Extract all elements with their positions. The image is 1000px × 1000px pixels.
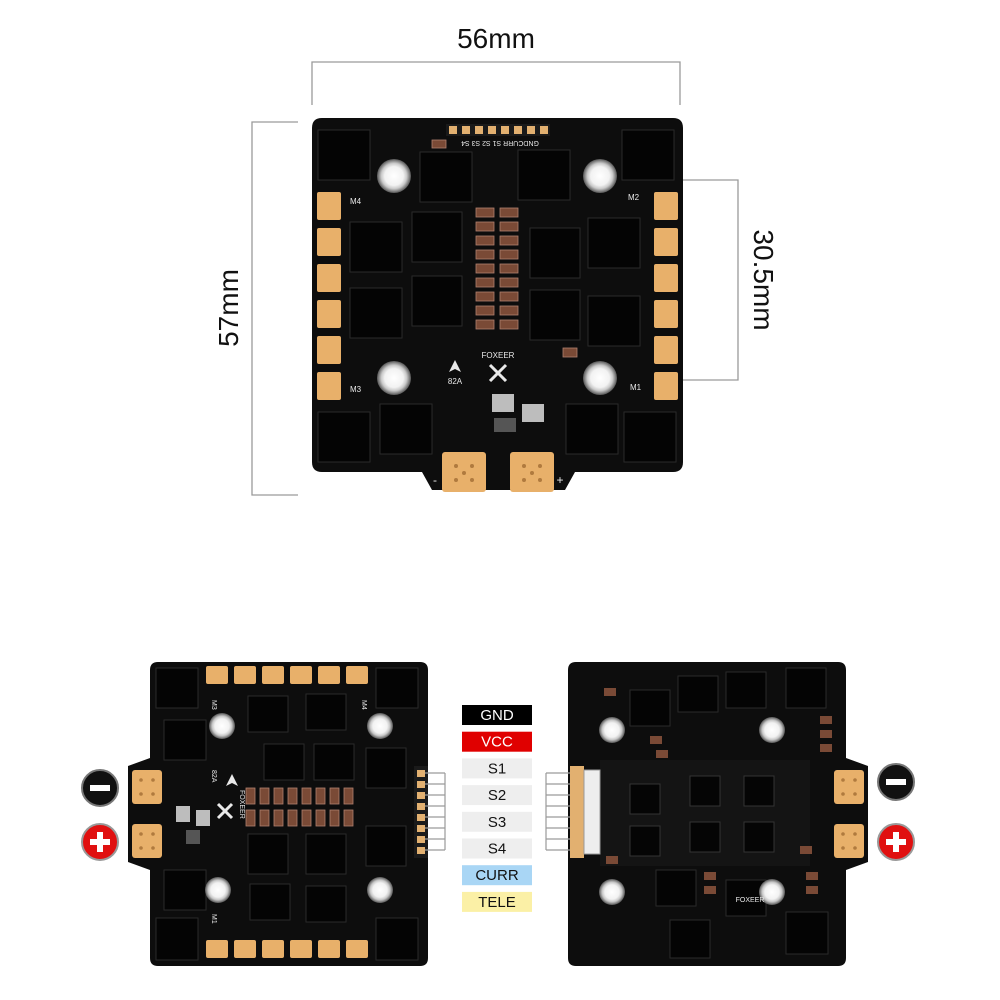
plus-icon: [877, 823, 915, 861]
back-signal-header: [570, 766, 601, 858]
front-mosfets: [155, 667, 419, 961]
pin-label-text: S3: [488, 814, 506, 831]
front-power-pads: [132, 770, 162, 858]
pin-label-vcc: VCC: [462, 731, 532, 752]
top-motor-label-m3: M3: [350, 385, 362, 394]
pin-label-box: [462, 785, 532, 806]
plus-icon: [81, 823, 119, 861]
front-motor-pads-top: [206, 666, 368, 684]
front-signal-header: [414, 766, 428, 858]
height-dimension-label: 57mm: [213, 269, 244, 347]
pin-label-gnd: GND: [462, 705, 532, 725]
front-inductors: [176, 806, 210, 844]
pin-label-text: S1: [488, 760, 506, 777]
pin-label-text: S4: [488, 841, 506, 858]
minus-icon: [877, 763, 915, 801]
pin-label-box: [462, 811, 532, 832]
top-motor-label-m2: M2: [628, 193, 640, 202]
top-brand-label: FOXEER: [482, 351, 515, 360]
top-power-plus-label: +: [556, 473, 563, 487]
top-brand-logo: [488, 363, 508, 383]
front-brand-logo: [216, 802, 234, 820]
pin-label-box: [462, 838, 532, 859]
pin-label-curr: CURR: [462, 865, 532, 886]
back-signal-wires: [545, 772, 570, 851]
top-arrow-icon: [449, 360, 461, 372]
top-motor-label-m4: M4: [350, 197, 362, 206]
front-motor-label-m1: M1: [210, 914, 217, 924]
pin-label-text: VCC: [481, 734, 513, 751]
width-dimension-label: 56mm: [457, 23, 535, 54]
top-connector-label: GNDCURR S1 S2 S3 S4: [461, 139, 539, 146]
back-board: FOXEER: [568, 662, 868, 966]
front-board: M3 M4 M1 FOXEER 82A: [128, 662, 428, 966]
minus-icon: [81, 769, 119, 807]
pin-label-text: CURR: [475, 867, 518, 884]
top-rating-label: 82A: [448, 377, 463, 386]
top-mounting-holes: [377, 159, 617, 395]
top-board: GNDCURR S1 S2 S3 S4: [312, 118, 683, 492]
front-resistor-array: [245, 787, 354, 827]
front-brand-label: FOXEER: [238, 790, 245, 819]
top-board-pcb: [312, 118, 683, 490]
front-mounting-holes: [205, 713, 393, 903]
pin-label-text: S2: [488, 787, 506, 804]
front-polarity-icons: [81, 769, 119, 861]
dimension-lines: [251, 61, 739, 496]
pin-label-s1: S1: [462, 758, 532, 779]
back-mounting-holes: [599, 717, 785, 905]
pin-label-tele: TELE: [462, 891, 532, 912]
pin-label-box: [462, 865, 532, 886]
top-mosfets: [317, 129, 677, 463]
top-power-minus-label: -: [433, 473, 437, 487]
top-power-pads: [442, 452, 554, 492]
top-motor-pads-right: [654, 192, 678, 400]
pin-label-text: GND: [480, 707, 514, 724]
front-motor-label-m4: M4: [360, 700, 367, 710]
top-signal-header: [446, 124, 550, 136]
pin-label-s4: S4: [462, 838, 532, 859]
front-motor-label-m3: M3: [210, 700, 217, 710]
back-mcu-area: [600, 760, 810, 866]
top-motor-label-m1: M1: [630, 383, 642, 392]
back-power-pads: [834, 770, 864, 858]
pin-label-text: TELE: [478, 894, 516, 911]
top-resistor-array: [431, 139, 578, 358]
top-motor-pads-left: [317, 192, 341, 400]
pin-label-s3: S3: [462, 811, 532, 832]
front-arrow-icon: [226, 774, 238, 786]
pin-label-box: [462, 758, 532, 779]
front-signal-wires: [425, 772, 446, 851]
back-polarity-icons: [877, 763, 915, 861]
top-inductors: [492, 394, 544, 432]
back-mosfets: [629, 667, 829, 959]
pin-label-s2: S2: [462, 785, 532, 806]
mount-dimension-label: 30.5mm: [748, 229, 779, 330]
pin-label-box: [462, 705, 532, 725]
pin-label-box: [462, 891, 532, 912]
back-brand-label: FOXEER: [736, 897, 765, 904]
front-motor-pads-bottom: [206, 940, 368, 958]
front-rating-label: 82A: [210, 770, 217, 783]
pin-label-box: [462, 731, 532, 752]
